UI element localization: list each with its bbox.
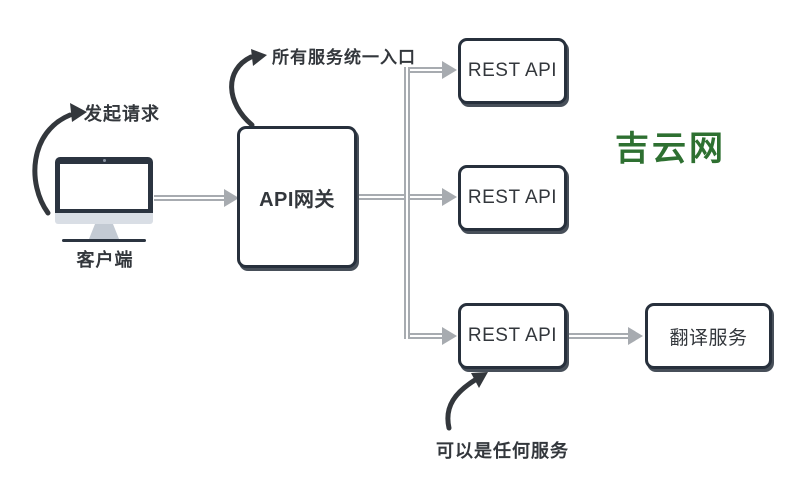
computer-camera-dot <box>103 159 106 162</box>
node-translation-service: 翻译服务 <box>645 303 772 369</box>
edge-gateway-to-rest3 <box>404 327 457 345</box>
annotation-any-service: 可以是任何服务 <box>436 441 569 461</box>
annotation-unified-entry: 所有服务统一入口 <box>272 48 416 67</box>
node-api-gateway: API网关 <box>237 126 357 268</box>
site-watermark: 吉云网 <box>615 130 726 168</box>
edge-client-to-gateway <box>154 189 239 207</box>
node-rest-api-2: REST API <box>458 165 567 231</box>
computer-icon <box>55 155 153 243</box>
sketch-arrow-any-service <box>445 372 488 431</box>
computer-screen <box>60 164 148 209</box>
computer-chin <box>55 213 153 224</box>
computer-base <box>62 239 146 242</box>
edge-gateway-to-rest1 <box>404 61 457 79</box>
node-rest-api-3: REST API <box>458 303 567 369</box>
edge-gateway-to-rest2 <box>359 188 457 206</box>
computer-stand <box>89 224 119 239</box>
annotation-client-request: 发起请求 <box>84 104 160 124</box>
node-rest-api-1: REST API <box>458 38 567 104</box>
sketch-arrow-unified-entry <box>229 49 267 128</box>
client-label: 客户端 <box>76 250 134 270</box>
edge-rest3-to-translation <box>569 327 643 345</box>
sketch-arrow-client-request <box>32 103 87 216</box>
